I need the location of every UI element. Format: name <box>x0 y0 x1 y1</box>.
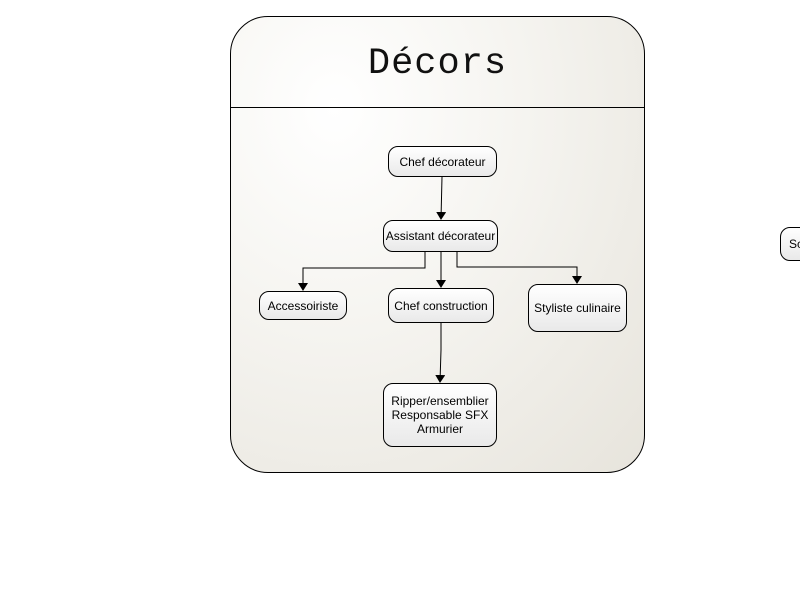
node-label: Sc <box>789 237 800 251</box>
node-ripper-sfx-armurier[interactable]: Ripper/ensemblier Responsable SFX Armuri… <box>383 383 497 447</box>
node-label-line: Ripper/ensemblier <box>391 394 489 408</box>
node-label: Chef construction <box>394 298 488 313</box>
panel-divider <box>231 107 644 108</box>
node-styliste-culinaire[interactable]: Styliste culinaire <box>528 284 627 332</box>
node-label: Accessoiriste <box>267 298 339 313</box>
node-multiline-label: Ripper/ensemblier Responsable SFX Armuri… <box>391 394 488 436</box>
node-assistant-decorateur[interactable]: Assistant décorateur <box>383 220 498 252</box>
node-chef-decorateur[interactable]: Chef décorateur <box>388 146 497 177</box>
node-label-line: Responsable SFX <box>391 408 489 422</box>
node-label-line: Armurier <box>416 422 463 436</box>
node-label: Styliste culinaire <box>534 301 621 315</box>
node-chef-construction[interactable]: Chef construction <box>388 288 494 323</box>
panel-title: Décors <box>367 43 508 85</box>
node-label: Assistant décorateur <box>385 229 496 243</box>
node-accessoiriste[interactable]: Accessoiriste <box>259 291 347 320</box>
node-label: Chef décorateur <box>399 154 486 169</box>
node-offscreen-partial[interactable]: Sc <box>780 227 800 261</box>
